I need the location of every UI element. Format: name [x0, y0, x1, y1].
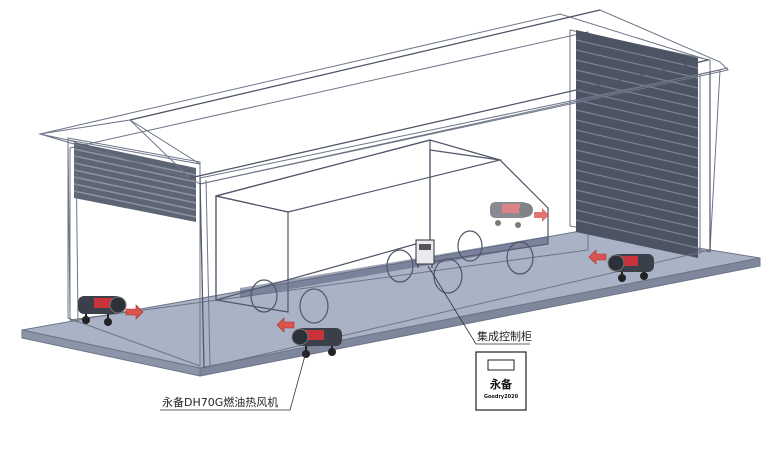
cabinet-logo-brand: 永备: [489, 377, 513, 391]
heater-icon: [291, 328, 342, 358]
heater-icon: [78, 296, 127, 326]
back-wall: [69, 31, 589, 321]
floor-slab: [21, 229, 761, 377]
airflow-arrow-icon: [276, 317, 295, 333]
heater-label: 永备DH70G燃油热风机: [162, 395, 278, 409]
heater-icon: [607, 254, 654, 282]
airflow-arrow-icon: [534, 208, 549, 222]
cabinet-label: 集成控制柜: [477, 329, 532, 343]
heater-leader-line: [160, 351, 307, 411]
right-end-wall: [569, 29, 711, 258]
airflow-arrow-icon: [125, 304, 144, 320]
cabinet-logo-sub: Goodry2020: [484, 394, 519, 400]
cabinet-detail: 永备 Goodry2020: [475, 351, 527, 411]
cabinet-leader-line: [427, 265, 530, 345]
louver-icon: [73, 142, 197, 222]
control-cabinet-icon: [415, 239, 435, 268]
roller-door-icon: [575, 30, 699, 258]
front-wall: [67, 69, 721, 369]
airflow-arrow-icon: [588, 249, 607, 265]
roof: [38, 9, 730, 185]
heater-icon: [490, 202, 533, 228]
